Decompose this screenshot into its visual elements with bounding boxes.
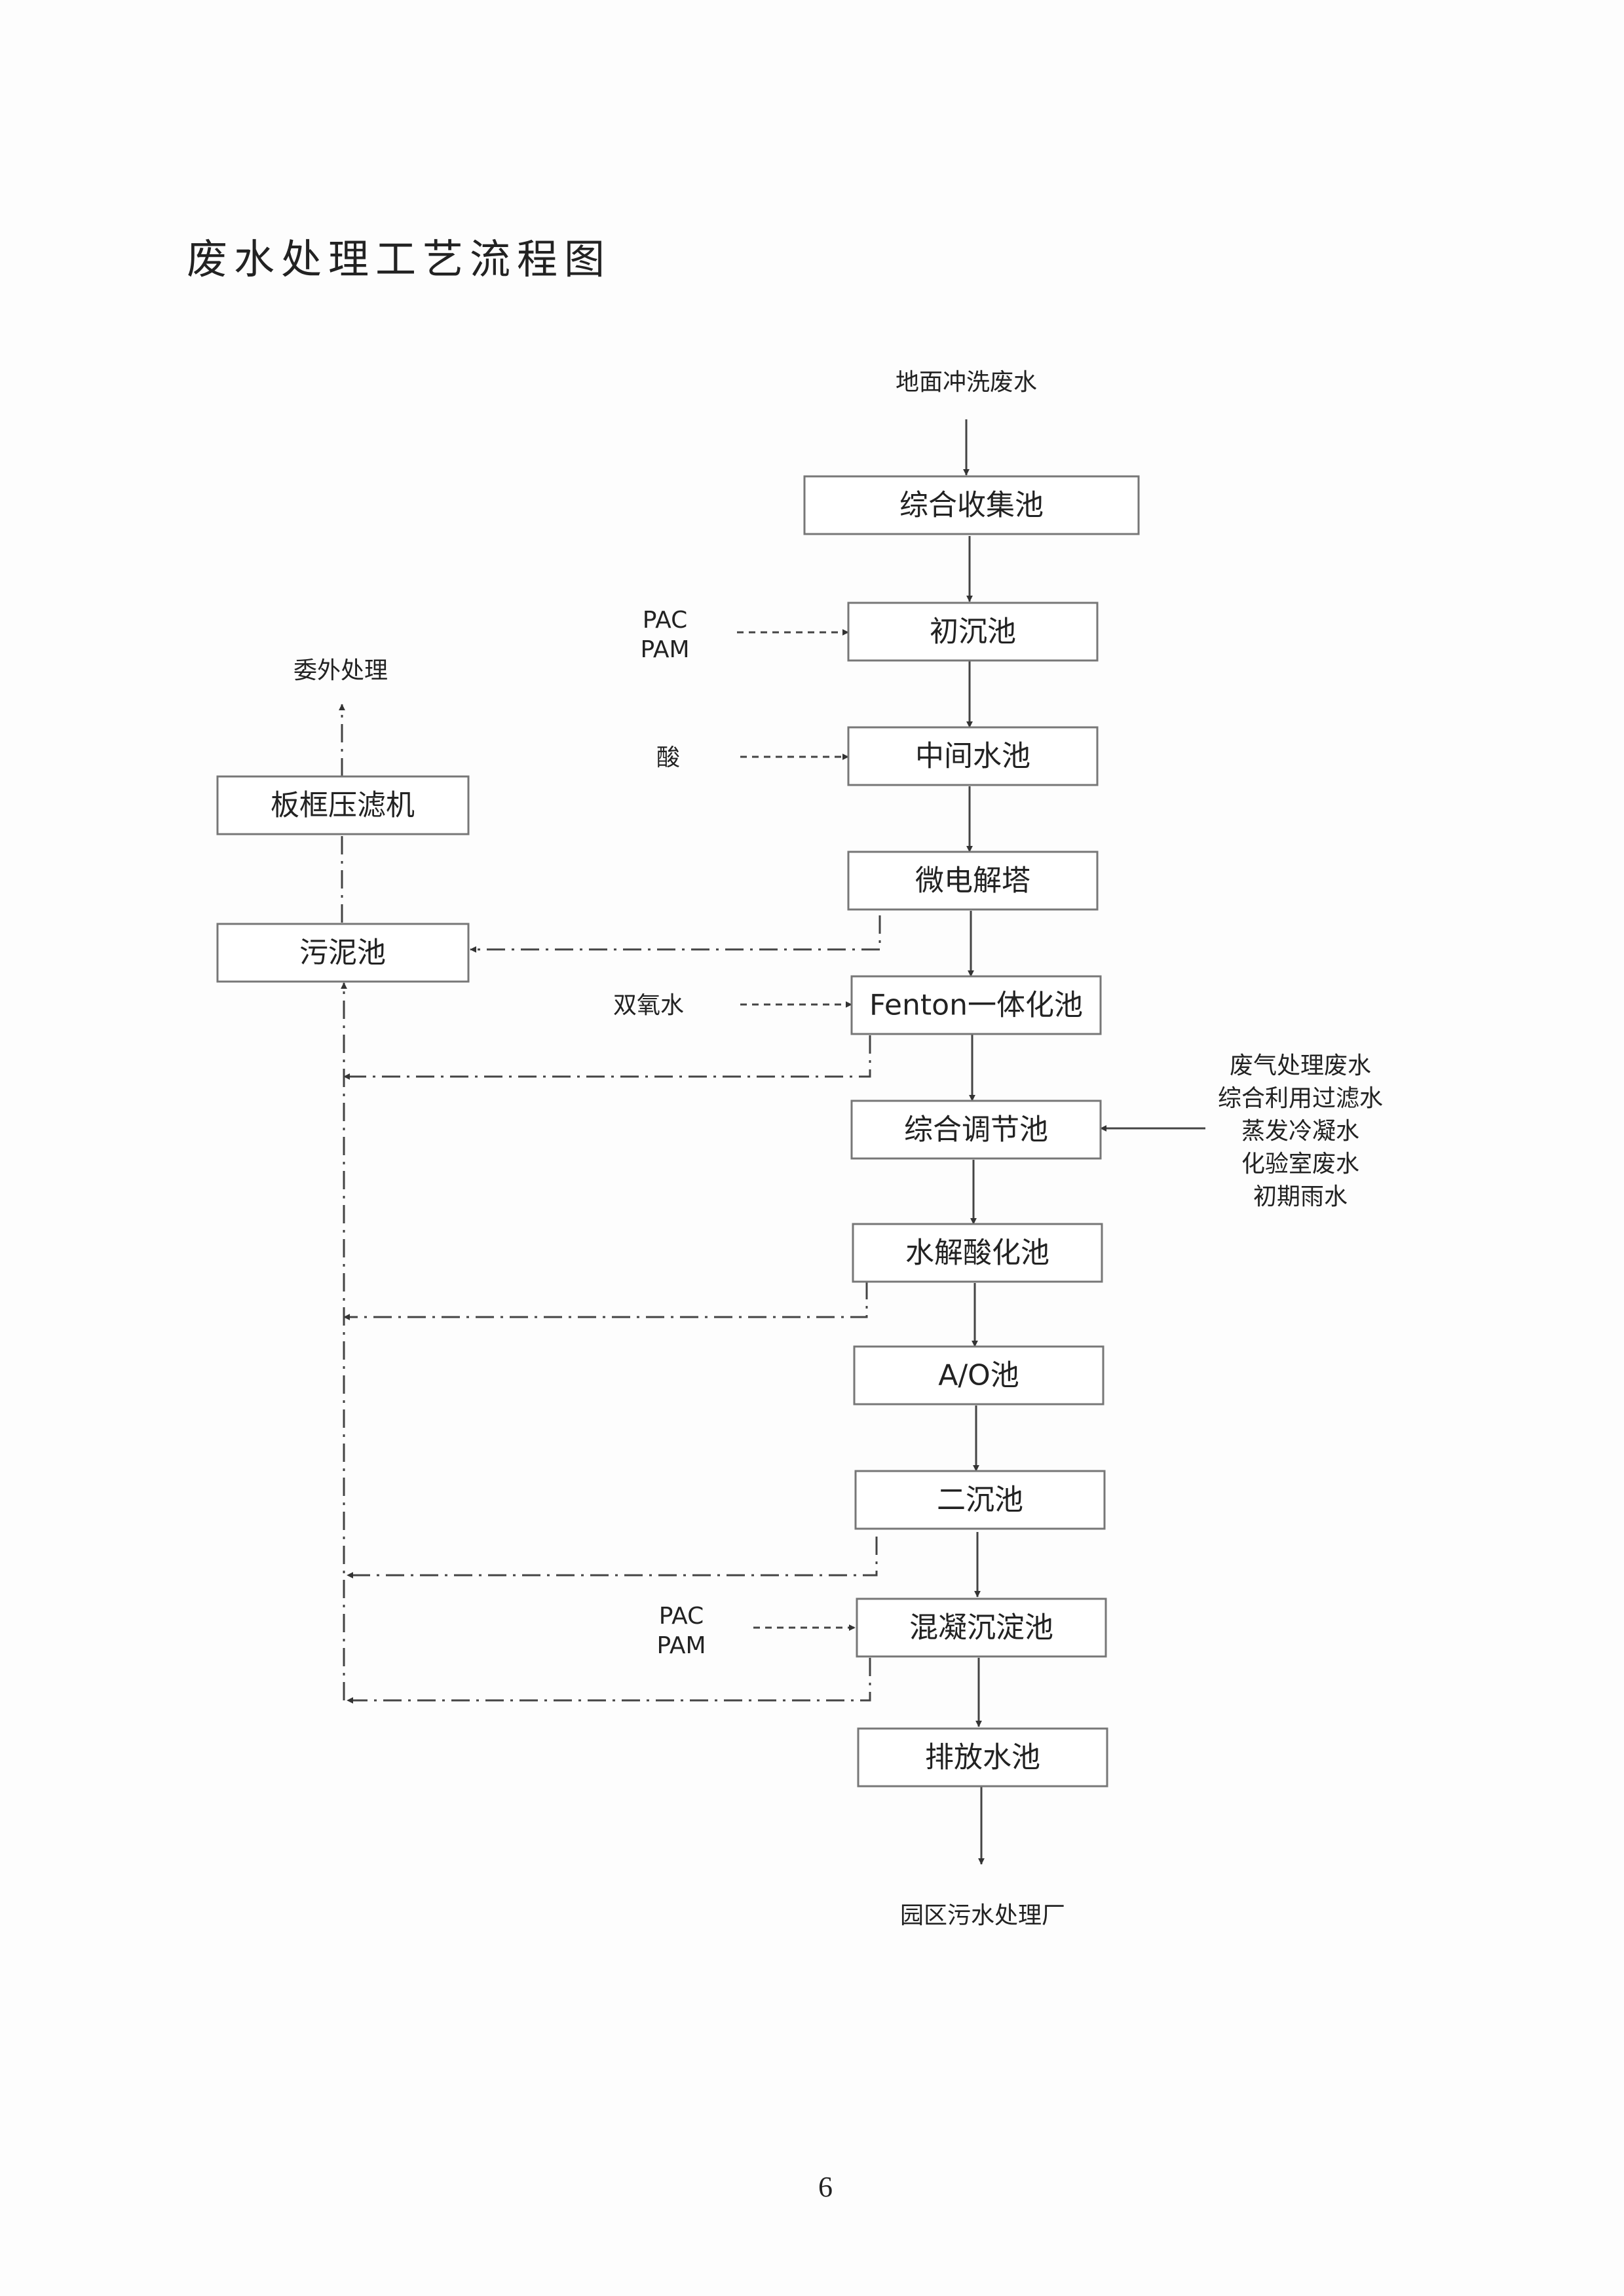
label-h2o2: 双氧水 — [613, 992, 684, 1019]
svg-text:排放水池: 排放水池 — [925, 1741, 1040, 1774]
svg-text:A/O池: A/O池 — [938, 1359, 1019, 1392]
sludge-line-fenton — [343, 1035, 871, 1080]
box-micro-electrolysis: 微电解塔 — [847, 851, 1099, 911]
box-discharge-tank: 排放水池 — [857, 1727, 1108, 1788]
box-intermediate-tank: 中间水池 — [847, 726, 1099, 786]
box-sludge-tank: 污泥池 — [216, 923, 470, 983]
box-fenton: Fenton一体化池 — [850, 975, 1102, 1035]
sludge-line-secondary — [347, 1537, 878, 1578]
sludge-out-label: 委外处理 — [293, 657, 388, 684]
source-label: 地面冲洗废水 — [896, 369, 1037, 396]
box-filter-press: 板框压滤机 — [216, 775, 470, 835]
sludge-line-coag — [347, 1658, 871, 1704]
side-inflow-list: 废气处理废水 综合利用过滤水 蒸发冷凝水 化验室废水 初期雨水 — [1218, 1052, 1383, 1210]
box-coagulation: 混凝沉淀池 — [856, 1598, 1107, 1658]
page-number: 6 — [818, 2171, 833, 2203]
svg-text:初沉池: 初沉池 — [930, 615, 1016, 649]
label-acid: 酸 — [656, 744, 680, 771]
svg-text:综合收集池: 综合收集池 — [899, 489, 1044, 522]
svg-text:板框压滤机: 板框压滤机 — [271, 789, 415, 822]
side-inflow-item: 化验室废水 — [1241, 1151, 1359, 1177]
label-pam-2: PAM — [656, 1632, 706, 1659]
svg-text:微电解塔: 微电解塔 — [915, 864, 1030, 898]
sludge-line-hydrolysis — [343, 1281, 868, 1320]
box-secondary-settling: 二沉池 — [854, 1470, 1106, 1530]
side-inflow-item: 初期雨水 — [1253, 1183, 1348, 1210]
svg-text:污泥池: 污泥池 — [299, 936, 386, 970]
label-pam: PAM — [640, 636, 689, 663]
page-title: 废水处理工艺流程图 — [187, 235, 612, 283]
svg-text:中间水池: 中间水池 — [915, 740, 1030, 773]
label-pac-2: PAC — [659, 1603, 704, 1630]
svg-text:水解酸化池: 水解酸化池 — [905, 1236, 1049, 1270]
box-ao-tank: A/O池 — [853, 1345, 1105, 1406]
outlet-label: 园区污水处理厂 — [900, 1902, 1065, 1929]
side-inflow-item: 废气处理废水 — [1230, 1052, 1371, 1079]
sludge-line-micro — [470, 915, 881, 953]
side-inflow-item: 蒸发冷凝水 — [1241, 1118, 1359, 1145]
box-regulating-tank: 综合调节池 — [850, 1100, 1102, 1160]
svg-text:二沉池: 二沉池 — [937, 1483, 1023, 1517]
label-pac: PAC — [643, 607, 688, 634]
svg-text:混凝沉淀池: 混凝沉淀池 — [909, 1611, 1053, 1645]
box-primary-settling: 初沉池 — [847, 602, 1099, 662]
side-inflow-item: 综合利用过滤水 — [1218, 1085, 1383, 1112]
box-hydrolysis: 水解酸化池 — [852, 1223, 1103, 1283]
svg-text:综合调节池: 综合调节池 — [904, 1113, 1048, 1147]
svg-text:Fenton一体化池: Fenton一体化池 — [869, 989, 1083, 1022]
box-collect-tank: 综合收集池 — [803, 475, 1140, 535]
